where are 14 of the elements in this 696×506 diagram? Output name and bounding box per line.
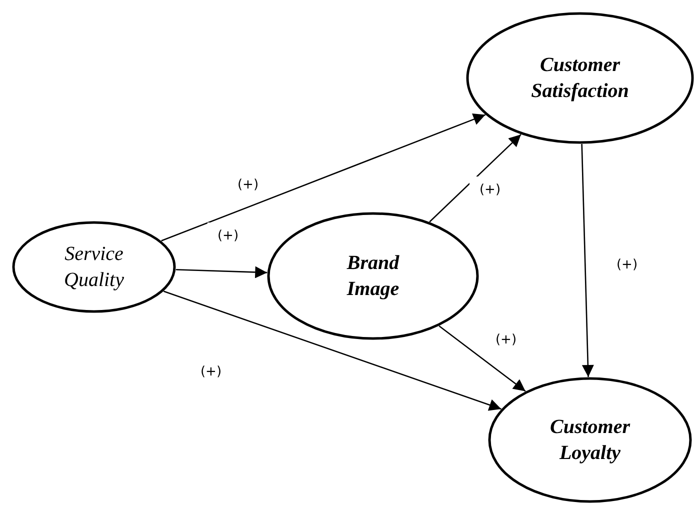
arrow — [438, 325, 526, 392]
arrow — [429, 134, 522, 222]
ellipse-node — [466, 12, 694, 144]
node-label: Brand Image — [346, 251, 400, 302]
ellipse-node — [488, 377, 692, 503]
arrow — [176, 266, 268, 278]
arrow — [581, 144, 594, 378]
node-label: Customer Satisfaction — [530, 53, 630, 104]
arrow — [163, 290, 502, 411]
ellipse-node — [267, 212, 479, 340]
node-label: Customer Loyalty — [548, 415, 632, 466]
node-label: Service Quality — [63, 242, 125, 293]
ellipse-node — [12, 221, 176, 313]
arrow — [161, 114, 486, 242]
